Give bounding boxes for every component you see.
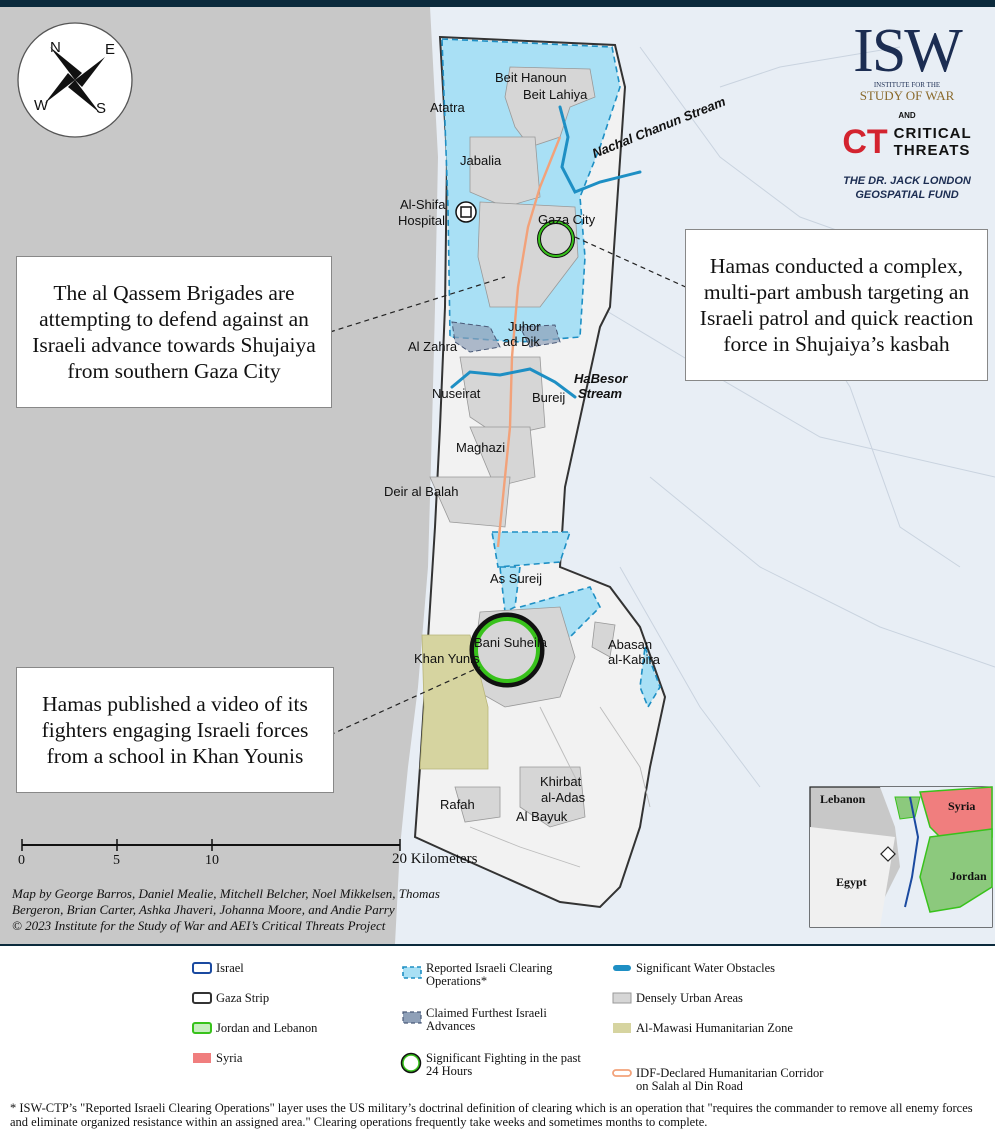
inset-map — [809, 786, 993, 928]
label-juhor-2: ad Dik — [503, 334, 540, 349]
credit-line-2: Bergeron, Brian Carter, Ashka Jhaveri, J… — [12, 902, 395, 917]
callout-shujaiya-ambush: Hamas conducted a complex, multi-part am… — [685, 229, 988, 381]
fund-line2: GEOSPATIAL FUND — [855, 189, 959, 201]
claimed-advances — [451, 321, 561, 353]
legend-swatch-urban — [612, 992, 632, 1004]
mawasi-zone — [419, 634, 489, 770]
legend-swatch-mawasi — [613, 1023, 631, 1033]
hospital-marker-glyph — [460, 206, 472, 218]
fighting-circle-north — [538, 221, 574, 257]
label-al-shifa-1: Al-Shifa — [400, 197, 446, 212]
isw-sub-top: INSTITUTE FOR THE — [873, 81, 941, 89]
label-as-sureij: As Sureij — [490, 571, 543, 586]
legend-swatch-syria — [193, 1053, 211, 1063]
legend-swatch-corridor — [612, 1069, 632, 1077]
label-al-zahra: Al Zahra — [408, 339, 458, 354]
scale-label-5: 5 — [113, 853, 120, 868]
compass-n: N — [50, 39, 61, 56]
fund-line1: THE DR. JACK LONDON — [843, 175, 971, 187]
label-khan-yunis: Khan Yunis — [414, 651, 480, 666]
label-bani-suheila: Bani Suheila — [474, 635, 547, 650]
inset-label-jordan: Jordan — [950, 869, 987, 883]
label-juhor-1: Juhor — [508, 319, 541, 334]
label-al-bayuk: Al Bayuk — [516, 809, 568, 824]
top-bar — [0, 0, 995, 7]
fighting-circle-south — [474, 617, 540, 683]
scale-label-10: 10 — [205, 853, 219, 868]
legend-swatch-clearing — [402, 966, 422, 979]
ct-line1: CRITICAL — [893, 125, 972, 142]
label-deir-al-balah: Deir al Balah — [384, 484, 459, 499]
legend-swatch-jordan — [192, 1022, 212, 1034]
callout-khan-younis-video: Hamas published a video of its fighters … — [16, 667, 334, 793]
inset-label-egypt: Egypt — [836, 875, 867, 889]
label-khirbat-1: Khirbat — [540, 774, 582, 789]
gaza-roads — [469, 706, 651, 868]
legend-swatch-gaza — [192, 992, 212, 1004]
isw-sub-main: STUDY OF WAR — [859, 88, 955, 103]
legend-swatch-israel — [192, 962, 212, 974]
label-jabalia: Jabalia — [460, 153, 502, 168]
legend-swatch-claimed — [402, 1011, 422, 1024]
fighting-circle-south-outer — [469, 612, 545, 688]
map-canvas — [0, 7, 995, 944]
isw-mark: ISW — [853, 17, 963, 85]
humanitarian-corridor — [496, 136, 562, 548]
label-khirbat-2: al-Adas — [541, 790, 586, 805]
inset-label-lebanon: Lebanon — [820, 792, 866, 806]
credit-line-3: © 2023 Institute for the Study of War an… — [12, 918, 386, 933]
scale-bar — [21, 839, 401, 851]
compass-s: S — [96, 100, 107, 117]
scale-label-20-km: 20 Kilometers — [392, 851, 478, 867]
callout-leaders — [329, 236, 691, 736]
water-obstacles — [450, 105, 642, 399]
footnote: * ISW-CTP’s "Reported Israeli Clearing O… — [10, 1101, 973, 1129]
ct-line2: THREATS — [893, 142, 971, 159]
label-beit-hanoun: Beit Hanoun — [495, 70, 567, 85]
label-maghazi: Maghazi — [456, 440, 506, 455]
compass-w: W — [34, 97, 49, 114]
label-habesor-2: Stream — [578, 386, 623, 401]
callout-qassem-defense: The al Qassem Brigades are attempting to… — [16, 256, 332, 408]
compass-rose — [17, 22, 133, 138]
credit-line-1: Map by George Barros, Daniel Mealie, Mit… — [12, 886, 440, 901]
ct-mark: CT — [842, 123, 888, 161]
label-habesor-1: HaBesor — [574, 371, 628, 386]
compass-e: E — [105, 41, 116, 58]
label-al-shifa-2: Hospital — [398, 213, 445, 228]
legend-swatch-water — [613, 965, 631, 971]
scale-label-0: 0 — [18, 853, 25, 868]
label-bureij: Bureij — [532, 390, 566, 405]
isw-ct-logo: ISW INSTITUTE FOR THE STUDY OF WAR AND C… — [827, 17, 987, 231]
label-abasan-1: Abasan — [608, 637, 653, 652]
label-beit-lahiya: Beit Lahiya — [523, 87, 588, 102]
map-area: N E S W ISW INSTITUTE FOR THE STUDY OF W… — [0, 7, 995, 944]
label-abasan-2: al-Kabira — [608, 652, 661, 667]
logo-and: AND — [898, 111, 916, 120]
legend-swatch-fighting — [400, 1052, 422, 1074]
label-nuseirat: Nuseirat — [432, 386, 481, 401]
label-gaza-city: Gaza City — [538, 212, 596, 227]
hospital-marker — [455, 201, 477, 223]
inset-label-syria: Syria — [948, 799, 976, 813]
label-rafah: Rafah — [440, 797, 475, 812]
label-atatra: Atatra — [430, 100, 465, 115]
legend: Israel Gaza Strip Jordan and Lebanon Syr… — [0, 944, 995, 1102]
